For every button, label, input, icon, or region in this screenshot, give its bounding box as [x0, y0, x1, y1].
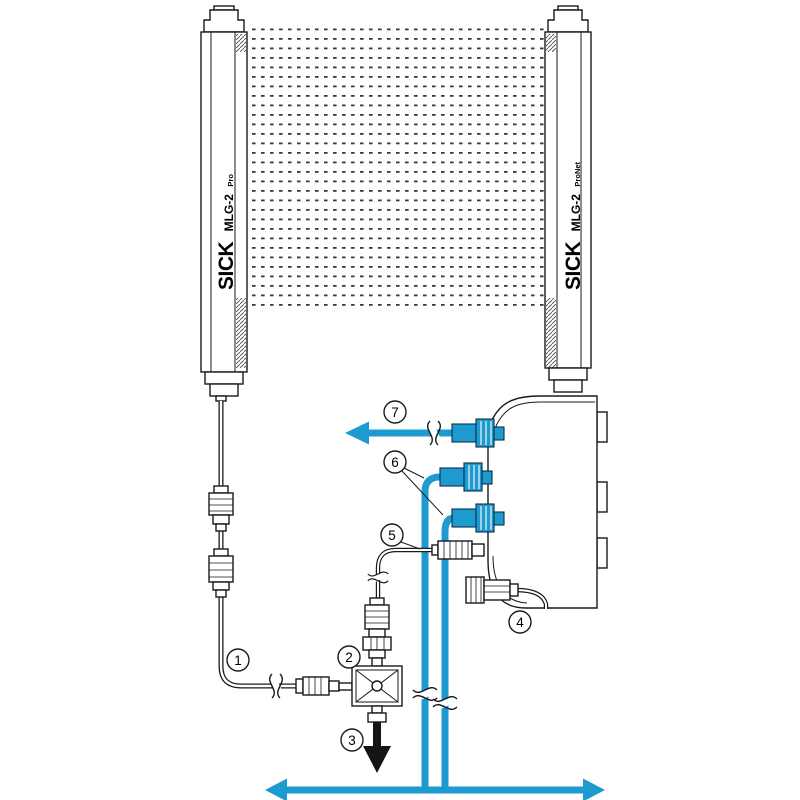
network-arrow-bottom-right — [583, 778, 605, 800]
module-plugs — [431, 418, 549, 609]
right-device-brand: SICK — [562, 241, 585, 290]
blue-plug-port3 — [451, 503, 505, 533]
right-device-variant: ProNet — [573, 161, 582, 186]
callout-3-label: 3 — [348, 733, 356, 748]
t-distributor — [351, 665, 403, 707]
callout-1-label: 1 — [234, 653, 242, 668]
left-device-model: MLG-2 — [222, 194, 236, 232]
arrow-shaft — [373, 722, 381, 748]
right-device-model: MLG-2 — [569, 194, 583, 232]
callout-6-label: 6 — [391, 455, 399, 470]
module-lug-middle — [596, 481, 608, 513]
callout-leaders — [400, 467, 444, 550]
callout-4: 4 — [508, 610, 532, 634]
light-beam-field — [250, 22, 546, 310]
network-arrow-left-top — [345, 421, 369, 445]
left-device-label: SICK MLG-2 Pro — [215, 174, 238, 290]
t-left-plug — [295, 676, 353, 696]
callout-5: 5 — [380, 523, 404, 547]
right-device-top-cap — [547, 9, 589, 33]
termination-arrow — [363, 705, 391, 773]
callout-4-label: 4 — [516, 615, 524, 630]
network-arrow-bottom-left — [265, 778, 287, 800]
down-arrow-icon — [363, 746, 391, 773]
blue-plug-port2 — [439, 462, 493, 492]
right-device-bottom-cap — [548, 367, 588, 381]
white-plug-port5 — [465, 576, 549, 609]
left-device-window-top — [236, 34, 246, 52]
callout-5-label: 5 — [388, 528, 396, 543]
right-light-curtain: SICK MLG-2 ProNet — [544, 5, 592, 393]
module-lug-bottom — [596, 537, 608, 569]
callout-3: 3 — [340, 728, 364, 752]
module-housing — [487, 395, 598, 609]
callout-7-label: 7 — [391, 405, 399, 420]
left-device-bottom-cap — [204, 371, 244, 385]
left-device-brand: SICK — [215, 241, 238, 290]
callout-2-label: 2 — [345, 650, 353, 665]
right-device-label: SICK MLG-2 ProNet — [562, 161, 585, 290]
right-device-window-top — [546, 34, 556, 52]
left-light-curtain: SICK MLG-2 Pro — [200, 5, 248, 402]
left-device-top-cap — [203, 9, 245, 33]
t-top-connector — [362, 597, 392, 667]
right-device-window-bottom — [546, 298, 556, 368]
callout-7: 7 — [383, 400, 407, 424]
module-lug-top — [596, 411, 608, 443]
left-device-cable-gland — [215, 395, 227, 402]
callout-6: 6 — [383, 450, 407, 474]
callout-2: 2 — [337, 645, 361, 669]
config-cable — [367, 547, 434, 600]
left-device-variant: Pro — [226, 174, 235, 187]
white-plug-port4 — [431, 540, 485, 560]
callout-1: 1 — [226, 648, 250, 672]
sender-cable — [218, 401, 298, 699]
left-device-window-bottom — [236, 298, 246, 368]
blue-plug-port1 — [451, 418, 505, 448]
inline-connector-pair — [208, 485, 234, 598]
connection-module — [487, 395, 608, 609]
